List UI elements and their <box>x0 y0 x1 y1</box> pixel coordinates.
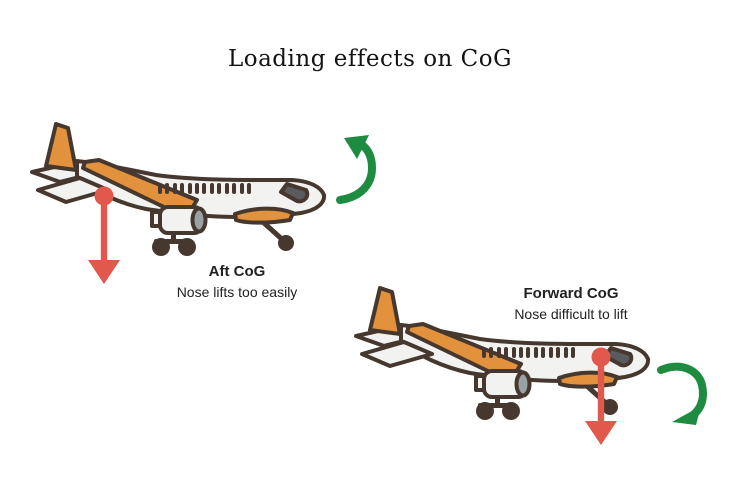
forward-cog-label: Forward CoG <box>523 285 619 302</box>
forward-cog-description: Nose difficult to lift <box>514 306 628 322</box>
aft-cog-description: Nose lifts too easily <box>176 284 298 300</box>
aft-cog-weight-down-arrow-icon <box>86 186 122 286</box>
aft-cog-label: Aft CoG <box>208 263 266 280</box>
pitch-up-rotation-arrow-icon <box>336 135 377 204</box>
aft-cog-caption: Aft CoG Nose lifts too easily <box>177 263 298 301</box>
forward-cog-caption: Forward CoG Nose difficult to lift <box>514 285 627 323</box>
pitch-down-rotation-arrow-icon <box>657 362 707 425</box>
airplane-aft-cog-icon <box>30 120 330 260</box>
forward-cog-weight-down-arrow-icon <box>583 347 619 447</box>
page-title: Loading effects on CoG <box>227 46 513 72</box>
